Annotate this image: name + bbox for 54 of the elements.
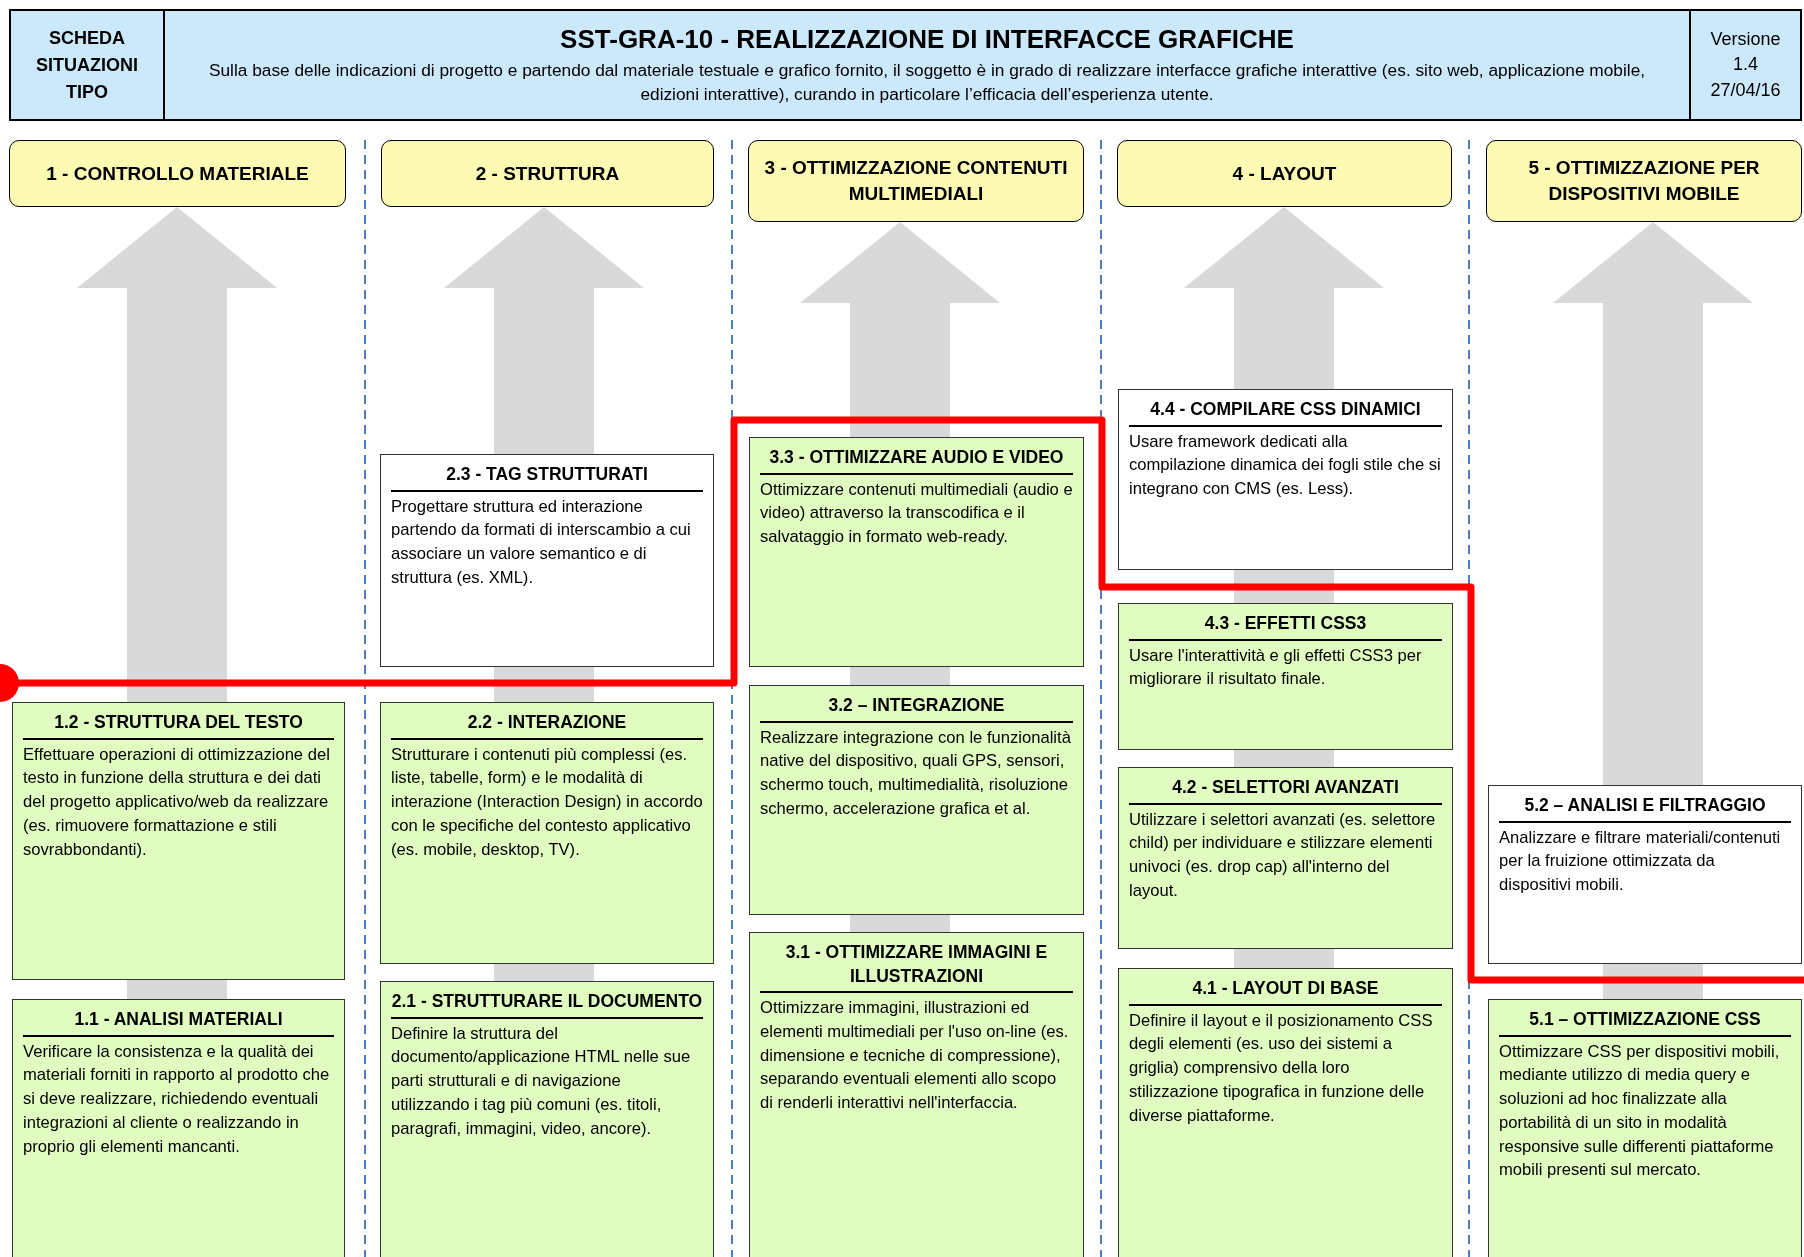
phase-header: 1 - CONTROLLO MATERIALE (9, 140, 346, 207)
activity-box (749, 437, 1084, 667)
box-text: Usare framework dedicati alla compilazione dinamica dei fogli stile che si integrano con CMS (es. Less). (1129, 430, 1442, 501)
activity-box (749, 685, 1084, 915)
phase-header: 5 - OTTIMIZZAZIONE PER DISPOSITIVI MOBILE (1486, 140, 1802, 222)
box-text: Strutturare i contenuti più complessi (es. liste, tabelle, form) e le modalità di interazione (Interaction Design) in accordo con le specifiche del contesto applicativo (es. mobile, desktop, TV). (391, 743, 703, 861)
phase-header: 3 - OTTIMIZZAZIONE CONTENUTI MULTIMEDIALI (748, 140, 1084, 222)
activity-box (1118, 968, 1453, 1257)
box-text: Verificare la consistenza e la qualità dei materiali forniti in rapporto al prodotto che si deve realizzare, richiedendo eventuali integrazioni al cliente o realizzando in proprio gli elementi mancanti. (23, 1040, 331, 1158)
activity-box (12, 702, 345, 980)
box-heading: 2.1 - STRUTTURARE IL DOCUMENTO (391, 990, 703, 1019)
box-heading: 2.3 - TAG STRUTTURATI (391, 463, 703, 492)
box-text: Progettare struttura ed interazione partendo da formati di interscambio a cui associare un valore semantico e di struttura (es. XML). (391, 495, 692, 589)
sheet-title: SST-GRA-10 - REALIZZAZIONE DI INTERFACCE GRAFICHE (560, 24, 1294, 56)
activity-box (12, 999, 345, 1257)
version-info: Versione 1.4 27/04/16 (1709, 28, 1782, 102)
box-heading: 4.2 - SELETTORI AVANZATI (1129, 776, 1442, 805)
box-heading: 3.1 - OTTIMIZZARE IMMAGINI E ILLUSTRAZIONI (760, 941, 1073, 994)
box-text: Utilizzare i selettori avanzati (es. selettore child) per individuare e stilizzare elementi univoci (es. drop cap) all'interno del layout. (1129, 808, 1437, 902)
box-text: Definire il layout e il posizionamento CSS degli elementi (es. uso dei sistemi a griglia) comprensivo della loro stilizzazione tipografica in funzione delle diverse piattaforme. (1129, 1009, 1434, 1127)
box-text: Ottimizzare immagini, illustrazioni ed elementi multimediali per l'uso on-line (es. dimensione e tecniche di compressione), separando eventuali elementi allo scopo di renderli interattivi nell'interfaccia. (760, 997, 1070, 1115)
activity-box (749, 932, 1084, 1257)
box-heading: 3.2 – INTEGRAZIONE (760, 694, 1073, 723)
sheet-type: SCHEDA SITUAZIONI TIPO (35, 26, 139, 104)
activity-box (380, 981, 714, 1257)
box-text: Realizzare integrazione con le funzionalità native del dispositivo, quali GPS, sensori, schermo touch, multimedialità, risoluzione schermo, accelerazione grafica et al. (760, 726, 1072, 820)
box-heading: 1.2 - STRUTTURA DEL TESTO (23, 711, 334, 740)
phase-header: 4 - LAYOUT (1117, 140, 1452, 207)
box-heading: 2.2 - INTERAZIONE (391, 711, 703, 740)
activity-box (1488, 999, 1802, 1257)
activity-box (1488, 785, 1802, 964)
header-cell (163, 9, 1691, 121)
box-text: Analizzare e filtrare materiali/contenuti per la fruizione ottimizzata da dispositivi mobili. (1499, 826, 1782, 897)
activity-box (380, 454, 714, 667)
phase-header: 2 - STRUTTURA (381, 140, 714, 207)
activity-box (1118, 603, 1453, 750)
header-cell (1689, 9, 1802, 121)
box-heading: 3.3 - OTTIMIZZARE AUDIO E VIDEO (760, 446, 1073, 475)
box-heading: 4.1 - LAYOUT DI BASE (1129, 977, 1442, 1006)
activity-box (1118, 767, 1453, 949)
box-heading: 4.3 - EFFETTI CSS3 (1129, 612, 1442, 641)
box-heading: 5.2 – ANALISI E FILTRAGGIO (1499, 794, 1791, 823)
activity-box (1118, 389, 1453, 570)
sheet-description: Sulla base delle indicazioni di progetto e partendo dal materiale testuale e grafico fornito, il soggetto è in grado di realizzare interfacce grafiche interattive (es. sito web, applicazione mobile, edizioni interattive), curando in particolare l’efficacia dell’esperienza utente. (207, 59, 1647, 106)
box-text: Effettuare operazioni di ottimizzazione del testo in funzione della struttura e dei dati del progetto applicativo/web da realizzare (es. rimuovere formattazione e stili sovrabbondanti). (23, 743, 331, 861)
box-heading: 4.4 - COMPILARE CSS DINAMICI (1129, 398, 1442, 427)
box-heading: 1.1 - ANALISI MATERIALI (23, 1008, 334, 1037)
box-heading: 5.1 – OTTIMIZZAZIONE CSS (1499, 1008, 1791, 1037)
box-text: Ottimizzare CSS per dispositivi mobili, mediante utilizzo di media query e soluzioni ad hoc finalizzate alla portabilità di un sito in modalità responsive sulle differenti piattaforme mobili presenti sul mercato. (1499, 1040, 1781, 1182)
box-text: Usare l'interattività e gli effetti CSS3 per migliorare il risultato finale. (1129, 644, 1423, 691)
box-text: Definire la struttura del documento/applicazione HTML nelle sue parti strutturali e di navigazione utilizzando i tag più comuni (es. titoli, paragrafi, immagini, video, ancore). (391, 1022, 692, 1140)
box-text: Ottimizzare contenuti multimediali (audio e video) attraverso la transcodifica e il salvataggio in formato web-ready. (760, 478, 1073, 549)
activity-box (380, 702, 714, 964)
header-cell (9, 9, 165, 121)
